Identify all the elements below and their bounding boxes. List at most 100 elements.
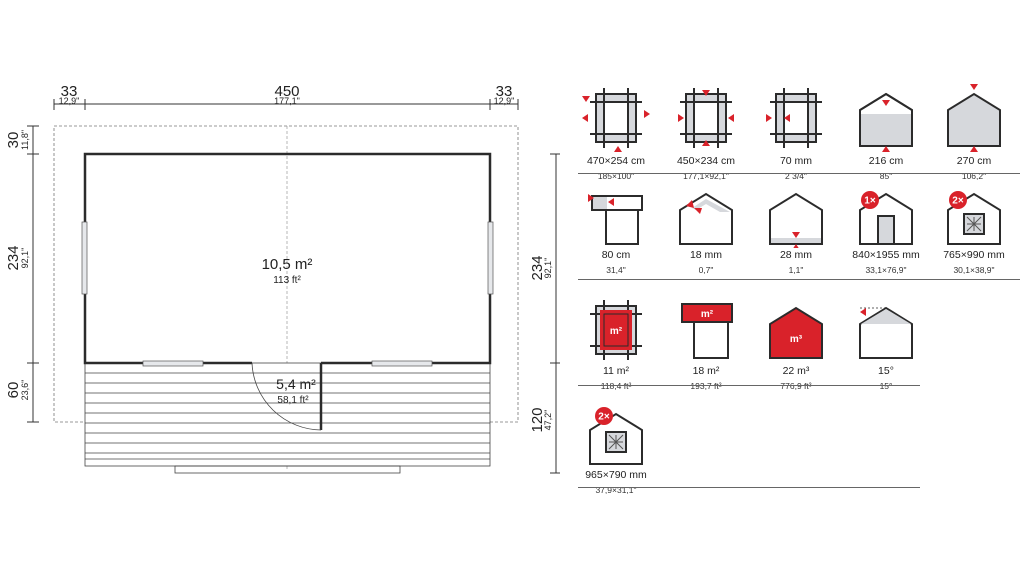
spec-volume: m³ 22 m³ 776,9 ft³ [752,296,840,391]
inner-dimensions-icon [678,88,734,148]
floor-plan: 33 12,9" 450 177,1" 33 12,9" 30 11,8" 23… [5,83,560,474]
spec-door: 1× 840×1955 mm 33,1×76,9" [842,188,930,275]
dim-right-mid-in: 92,1" [543,258,553,279]
floor-area-icon: m² [590,300,642,360]
spec-value-imperial: 106,2" [961,171,987,181]
spec-value-imperial: 37,9×31,1" [595,485,637,495]
quantity-badge-icon [949,191,967,209]
spec-value: 28 mm [779,249,813,261]
spec-value-imperial: 118,4 ft² [600,381,632,391]
spec-value-imperial: 2 3/4" [785,171,807,181]
roof-area-icon: m² [681,303,733,359]
right-dimension-line [550,153,560,474]
quantity-badge-icon [861,191,879,209]
room-area-label: 10,5 m² [262,256,313,273]
dim-right-bot-in: 47,2" [543,410,553,431]
dim-right-bot-cm: 120 [529,407,546,432]
area-unit-label: m² [610,326,623,337]
spec-window: 2× 765×990 mm 30,1×38,9" [930,188,1018,275]
floor-thickness-icon [769,192,823,248]
side-wall-height-icon [859,92,913,152]
door-swing [251,362,322,431]
terrace-deck [84,362,491,474]
spec-value: 18 mm [689,249,723,261]
spec-ridge-height: 270 cm 106,2" [930,82,1018,181]
roof-thickness-icon [679,192,733,245]
window-icon: 2× [589,407,643,465]
left-dimension-line [27,125,39,423]
spec-outer-dimensions: 470×254 cm 185×100" [572,82,660,181]
dim-top-left-cm: 33 [61,83,78,100]
spec-value: 80 cm [601,249,631,261]
dim-top-mid-in: 177,1" [274,96,300,106]
top-dimension-line [53,99,519,110]
dim-left-mid-cm: 234 [5,245,22,270]
quantity-badge: 2× [952,196,964,207]
spec-inner-dimensions: 450×234 cm 177,1×92,1" [662,82,750,181]
ridge-height-icon [947,84,1001,152]
spec-floor-thickness: 28 mm 1,1" [752,188,840,275]
spec-value: 11 m² [602,365,630,377]
spec-value-imperial: 33,1×76,9" [865,265,907,275]
quantity-badge: 2× [598,412,610,423]
spec-value: 470×254 cm [586,155,646,167]
window-icon: 2× [947,191,1001,245]
spec-value-imperial: 1,1" [788,265,804,275]
room-area-ft-label: 113 ft² [273,275,301,286]
spec-value: 765×990 mm [943,249,1005,261]
spec-value-imperial: 776,9 ft³ [780,381,812,391]
roof-pitch-icon [859,306,913,359]
spec-value: 18 m² [692,365,720,377]
spec-side-wall-height: 216 cm 85" [842,82,930,181]
spec-value: 450×234 cm [676,155,736,167]
volume-unit-label: m³ [790,334,803,345]
terrace-area-ft-label: 58,1 ft² [277,395,309,406]
room-walls [83,152,492,430]
spec-row-divider [578,279,1020,280]
dim-top-mid-cm: 450 [274,83,299,100]
spec-wall-thickness: 70 mm 2 3/4" [752,82,840,181]
spec-value-imperial: 193,7 ft² [690,381,722,391]
spec-roof-pitch: 15° 15° [842,296,930,391]
dim-right-mid-cm: 234 [529,255,546,280]
spec-value-imperial: 15° [879,381,893,391]
spec-value: 216 cm [868,155,904,167]
spec-floor-area: m² 11 m² 118,4 ft² [572,296,660,391]
spec-row-divider [578,385,920,386]
dim-top-right-cm: 33 [496,83,513,100]
spec-value: 15° [878,365,894,377]
spec-value: 22 m³ [782,365,810,377]
dim-left-bot-in: 23,6" [20,380,30,401]
dim-left-top-in: 11,8" [20,130,30,150]
spec-value-imperial: 185×100" [597,171,635,181]
spec-window-2: 2× 965×790 mm 37,9×31,1" [572,404,660,495]
wall-windows [81,221,494,367]
volume-icon: m³ [769,306,823,359]
dim-top-right-in: 12,9" [494,96,515,106]
terrace-area-label: 5,4 m² [276,376,316,392]
spec-roof-overhang: 80 cm 31,4" [572,188,660,275]
spec-value: 270 cm [956,155,992,167]
area-unit-label: m² [701,309,714,320]
spec-value-imperial: 31,4" [606,265,626,275]
dim-left-mid-in: 92,1" [20,248,30,269]
door-icon: 1× [859,191,913,245]
spec-value-imperial: 177,1×92,1" [683,171,729,181]
spec-value: 70 mm [779,155,813,167]
dim-left-top-cm: 30 [5,132,22,149]
spec-value-imperial: 0,7" [698,265,714,275]
spec-value: 965×790 mm [585,469,647,481]
quantity-badge: 1× [864,196,876,207]
spec-value-imperial: 30,1×38,9" [953,265,995,275]
spec-value: 840×1955 mm [852,249,920,261]
spec-roof-area: m² 18 m² 193,7 ft² [662,296,750,391]
outer-dimensions-icon [582,88,650,152]
roof-overhang-icon [588,194,643,245]
dim-top-left-in: 12,9" [59,96,80,106]
quantity-badge-icon [595,407,613,425]
spec-roof-thickness: 18 mm 0,7" [662,188,750,275]
dim-left-bot-cm: 60 [5,382,22,399]
spec-value-imperial: 85" [879,171,893,181]
wall-thickness-icon [766,88,822,148]
spec-row-divider [578,487,920,488]
